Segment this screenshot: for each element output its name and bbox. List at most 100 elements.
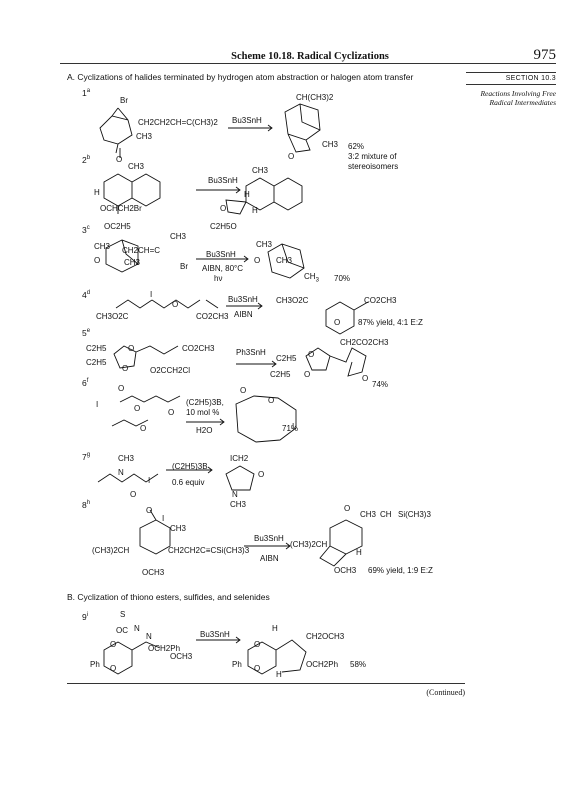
atom-label: O <box>268 396 275 405</box>
section-a-heading: A. Cyclizations of halides terminated by… <box>67 72 414 82</box>
atom-label: O <box>172 300 179 309</box>
atom-label: O <box>304 370 311 379</box>
scheme-title: Scheme 10.18. Radical Cyclizations <box>231 51 389 62</box>
atom-label: CH3 <box>276 256 293 265</box>
atom-label: C2H5O <box>210 222 237 231</box>
atom-label: O <box>168 408 175 417</box>
reagent-label: Bu3SnH <box>232 116 262 125</box>
atom-label: O <box>254 664 261 673</box>
section-b-heading: B. Cyclization of thiono esters, sulfide… <box>67 592 270 602</box>
atom-label: N <box>134 624 140 633</box>
atom-label: C2H5 <box>270 370 291 379</box>
atom-label: CH3 <box>94 242 111 251</box>
atom-label: O2CCH2Cl <box>150 366 191 375</box>
atom-label: CH2CH2CH=C(CH3)2 <box>138 118 218 127</box>
atom-label: CH <box>380 510 392 519</box>
atom-label: CH3O2C <box>96 312 129 321</box>
atom-label: Ph <box>90 660 100 669</box>
conditions-label: AIBN <box>234 310 253 319</box>
atom-label: CH3 <box>256 240 273 249</box>
atom-label: O <box>334 318 341 327</box>
atom-label: OCH2Ph <box>306 660 339 669</box>
atom-label: CH3 <box>136 132 153 141</box>
sidebar-caption-line2: Radical Intermediates <box>489 98 556 107</box>
entry-3-number: 3c <box>82 225 90 235</box>
atom-label: O <box>258 470 265 479</box>
reagent-label: Bu3SnH <box>206 250 236 259</box>
atom-label: O <box>254 640 261 649</box>
yield-note: stereoisomers <box>348 162 399 171</box>
atom-label: CH3 <box>360 510 377 519</box>
reagent-label: (C2H5)3B, <box>186 398 224 407</box>
section-sidebar: SECTION 10.3 Reactions Involving Free Ra… <box>466 72 556 107</box>
atom-label: OC2H5 <box>104 222 131 231</box>
header-rule <box>60 63 556 64</box>
atom-label: O <box>362 374 369 383</box>
atom-label: CH3 <box>252 166 269 175</box>
atom-label: CH3 <box>128 162 145 171</box>
continued-label: (Continued) <box>426 688 465 697</box>
atom-label: O <box>140 424 147 433</box>
atom-label: I <box>96 400 99 409</box>
atom-label: O <box>146 506 153 515</box>
atom-label: O <box>110 664 117 673</box>
atom-label: H <box>356 548 362 557</box>
atom-label: C2H5 <box>276 354 297 363</box>
reagent-label: Bu3SnH <box>254 534 284 543</box>
entry-7-number: 7g <box>82 452 91 462</box>
sidebar-rule-top <box>466 72 556 73</box>
atom-label: CH3 <box>230 500 247 509</box>
yield-label: 58% <box>350 660 367 669</box>
sidebar-caption-line1: Reactions Involving Free <box>480 89 556 98</box>
atom-label: O <box>240 386 247 395</box>
atom-label: (CH3)2CH <box>92 546 130 555</box>
entry-5-number: 5e <box>82 328 91 338</box>
atom-label: CO2CH3 <box>364 296 397 305</box>
yield-label: 71% <box>282 424 299 433</box>
entry-8-number: 8h <box>82 500 91 510</box>
atom-label: N <box>146 632 152 641</box>
conditions-label: H2O <box>196 426 213 435</box>
atom-label: O <box>130 490 137 499</box>
atom-label: I <box>292 422 295 431</box>
atom-label: O <box>128 344 135 353</box>
sidebar-section-label: SECTION 10.3 <box>505 75 556 82</box>
atom-label: CH3 <box>170 524 187 533</box>
atom-label: O <box>344 504 351 513</box>
atom-label: CH3 <box>322 140 339 149</box>
atom-label: O <box>94 256 101 265</box>
atom-label: O <box>110 640 117 649</box>
atom-label: OCH3 <box>170 652 193 661</box>
atom-label: O <box>308 350 315 359</box>
atom-label: CH3 <box>170 232 187 241</box>
atom-label: S <box>120 610 126 619</box>
atom-label: H <box>252 206 258 215</box>
atom-label: O <box>116 155 123 164</box>
atom-label: O <box>220 204 227 213</box>
atom-label: CH2OCH3 <box>306 632 345 641</box>
atom-label: Si(CH3)3 <box>398 510 431 519</box>
atom-label: I <box>162 514 165 523</box>
entry-1-number: 1a <box>82 88 91 98</box>
atom-label: CH3O2C <box>276 296 309 305</box>
atom-label: H <box>244 190 250 199</box>
conditions-label: AIBN <box>260 554 279 563</box>
yield-label: 87% yield, 4:1 E:Z <box>358 318 423 327</box>
atom-label: Br <box>120 96 128 105</box>
yield-label: 74% <box>372 380 389 389</box>
atom-label: CH2CH=C <box>122 246 161 255</box>
atom-label: H <box>276 670 282 679</box>
atom-label: CH3 <box>118 454 135 463</box>
yield-note: 3:2 mixture of <box>348 152 397 161</box>
yield-label: 69% yield, 1:9 E:Z <box>368 566 433 575</box>
atom-label: C2H5 <box>86 358 107 367</box>
atom-label: OCH3 <box>334 566 357 575</box>
atom-label: Ph <box>232 660 242 669</box>
atom-label: C2H5 <box>86 344 107 353</box>
atom-label: I <box>148 476 151 485</box>
atom-label: O <box>254 256 261 265</box>
conditions-label: AIBN, 80°C <box>202 264 243 273</box>
reagent-label: Bu3SnH <box>228 295 258 304</box>
atom-label: CO2CH3 <box>196 312 229 321</box>
atom-label: I <box>150 290 153 299</box>
